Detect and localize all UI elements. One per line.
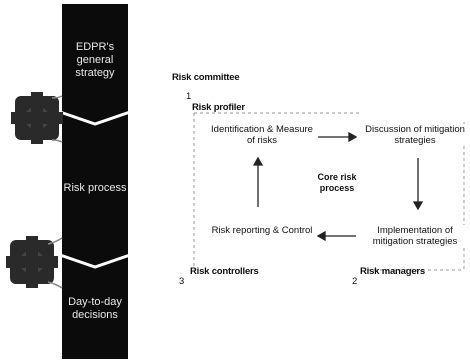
strategy-column: [62, 4, 128, 359]
box-identification: Identification & Measure of risks: [210, 124, 314, 146]
gear-icon: [11, 92, 63, 144]
gear-icon: [6, 236, 58, 288]
stage-day-to-day: Day-to-day decisions: [68, 296, 122, 321]
number-1: 1: [186, 91, 192, 102]
risk-managers-label: Risk managers: [360, 266, 425, 277]
stage-risk-process: Risk process: [63, 182, 127, 194]
number-3: 3: [179, 276, 185, 287]
box-implementation: Implementation of mitigation strategies: [362, 225, 468, 247]
stage-strategy: EDPR's general strategy: [75, 41, 115, 79]
number-2: 2: [352, 276, 358, 287]
core-risk-process-label: Core risk process: [317, 172, 357, 193]
box-discussion: Discussion of mitigation strategies: [362, 124, 468, 146]
box-reporting: Risk reporting & Control: [210, 225, 314, 236]
risk-profiler-label: Risk profiler: [192, 102, 245, 113]
risk-controllers-label: Risk controllers: [190, 266, 259, 277]
risk-committee-label: Risk committee: [172, 72, 240, 83]
